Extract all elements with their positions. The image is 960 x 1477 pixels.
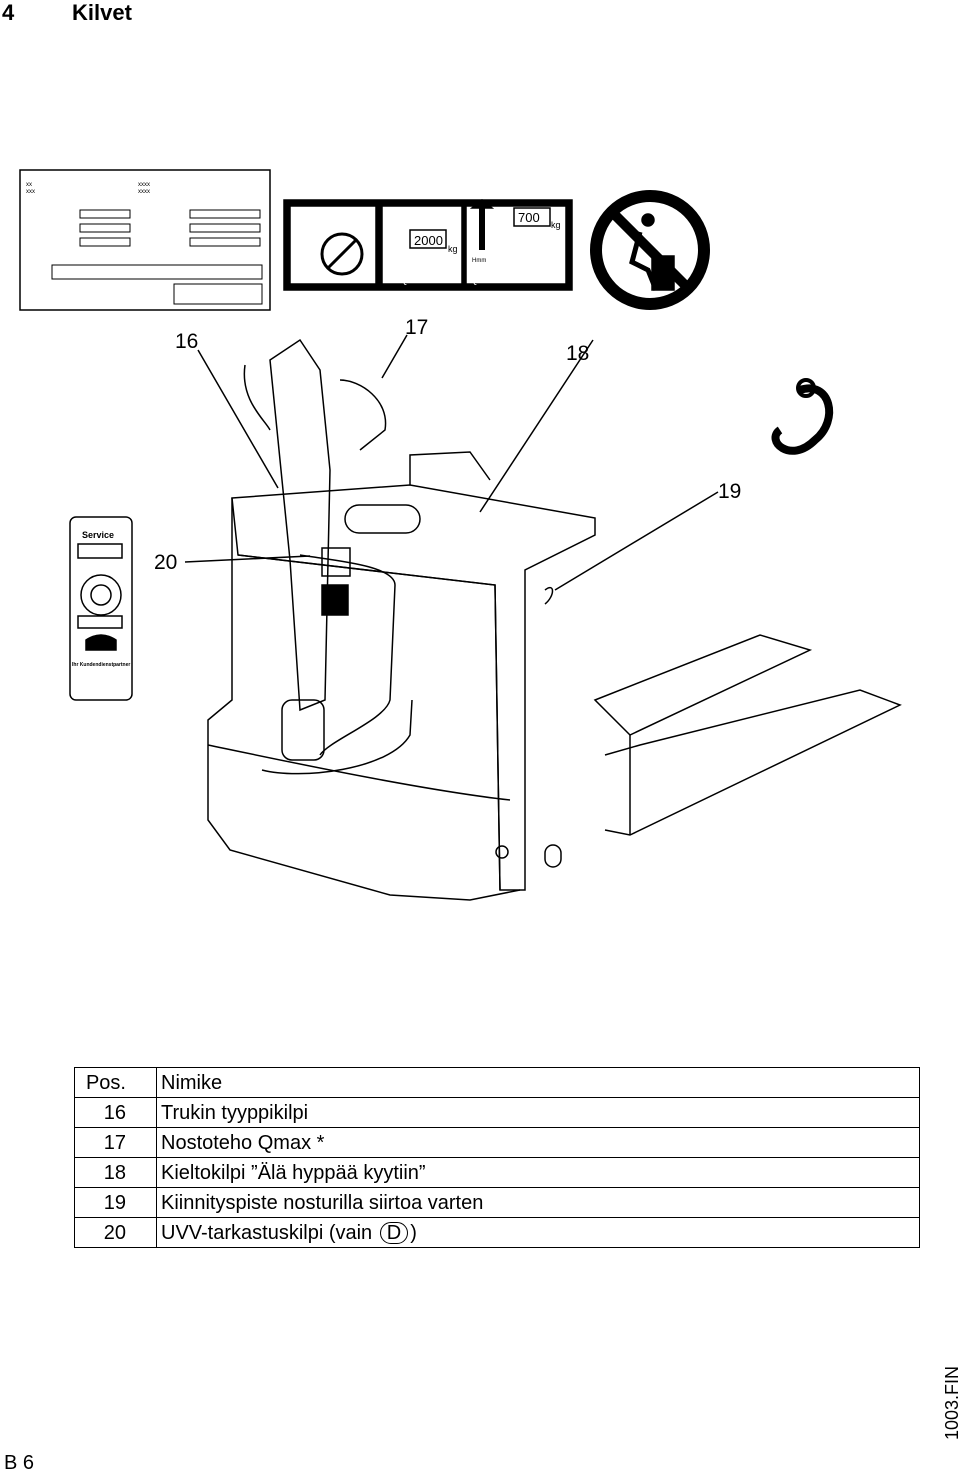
row-pos: 19 (74, 1187, 157, 1218)
parts-table: Pos. Nimike 16 Trukin tyyppikilpi 17 Nos… (74, 1067, 920, 1248)
section-title: Kilvet (72, 0, 132, 25)
section-heading: 4 Kilvet (2, 0, 132, 26)
row-name: Nostoteho Qmax * (156, 1127, 920, 1158)
row-name: Trukin tyyppikilpi (156, 1097, 920, 1128)
qmax-label: Q max (400, 275, 429, 286)
service-plate (69, 516, 133, 701)
row-pos: 18 (74, 1157, 157, 1188)
service-label: Service (82, 530, 114, 540)
qmax-label: Q max (470, 275, 499, 286)
page-number: B 6 (4, 1452, 35, 1474)
unit-kg-label: kg (448, 244, 458, 254)
header-pos: Pos. (74, 1067, 157, 1098)
row-name-prefix: UVV-tarkastuskilpi (vain (161, 1221, 378, 1244)
capacity-700-label: 700 (518, 210, 540, 225)
truck-illustration: xx xxx xxxx xxxx 2000 kg 700 kg Q max Q … (19, 169, 902, 901)
plate-text: xxxx (138, 189, 150, 195)
section-number: 4 (2, 0, 15, 25)
table-row: 17 Nostoteho Qmax * (74, 1127, 920, 1158)
document-code: 1003.FIN (942, 1365, 960, 1440)
row-pos: 17 (74, 1127, 157, 1158)
row-name: Kieltokilpi ”Älä hyppää kyytiin” (156, 1157, 920, 1188)
capacity-plate (283, 199, 573, 291)
partner-label: Ihr Kundendienstpartner (72, 662, 130, 668)
table-row: 19 Kiinnityspiste nosturilla siirtoa var… (74, 1187, 920, 1218)
crane-hook-symbol (771, 378, 834, 455)
country-mark-d: D (379, 1221, 409, 1244)
unit-kg-label: kg (551, 220, 561, 230)
no-riding-sign (590, 190, 710, 310)
row-name-suffix: ) (410, 1221, 417, 1244)
callout-18: 18 (566, 342, 590, 365)
hmm-label: Hmm (472, 258, 486, 264)
header-name: Nimike (156, 1067, 920, 1098)
row-name: UVV-tarkastuskilpi (vain D) (156, 1217, 920, 1248)
table-row: 20 UVV-tarkastuskilpi (vain D) (74, 1217, 920, 1248)
row-name: Kiinnityspiste nosturilla siirtoa varten (156, 1187, 920, 1218)
callout-19: 19 (718, 480, 742, 503)
type-plate (19, 169, 271, 311)
plate-text: xxxx (138, 182, 150, 188)
callout-20: 20 (154, 551, 178, 574)
row-pos: 20 (74, 1217, 157, 1248)
dmm-label: Dmm (535, 279, 549, 285)
table-header-row: Pos. Nimike (74, 1067, 920, 1098)
callout-17: 17 (405, 316, 429, 339)
table-row: 16 Trukin tyyppikilpi (74, 1097, 920, 1128)
plate-text: xx (26, 182, 32, 188)
plate-text: xxx (26, 189, 35, 195)
capacity-2000-label: 2000 (414, 233, 443, 248)
pallet-truck-drawing (207, 338, 902, 901)
row-pos: 16 (74, 1097, 157, 1128)
callout-16: 16 (175, 330, 199, 353)
table-row: 18 Kieltokilpi ”Älä hyppää kyytiin” (74, 1157, 920, 1188)
